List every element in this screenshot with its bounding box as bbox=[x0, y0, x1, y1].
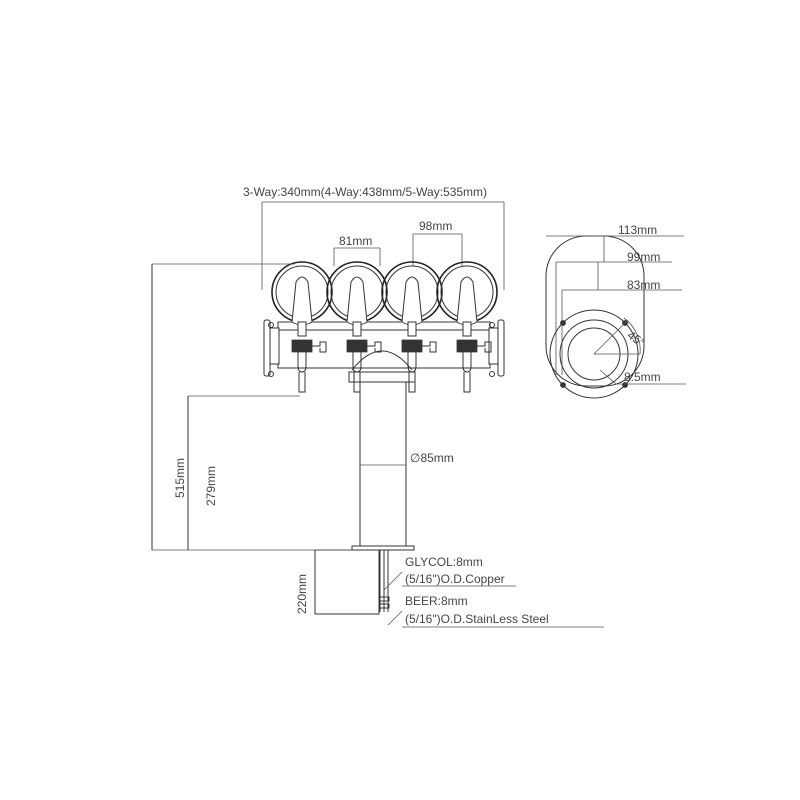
height-dimensions: 515mm 279mm bbox=[151, 263, 352, 551]
glycol-note-line2: (5/16")O.D.Copper bbox=[405, 572, 505, 586]
column-diameter-label: ∅85mm bbox=[410, 451, 454, 465]
below-counter-section: 220mm bbox=[295, 549, 390, 615]
base-plate-view: 113mm 99mm 83mm 45° 8.5mm bbox=[545, 223, 686, 399]
overall-width-dimension: 3-Way:340mm(4-Way:438mm/5-Way:535mm) bbox=[243, 185, 505, 290]
front-view: 3-Way:340mm(4-Way:438mm/5-Way:535mm) 81m… bbox=[151, 185, 604, 628]
spout-height-label: 279mm bbox=[204, 466, 218, 506]
beer-note-line2: (5/16")O.D.StainLess Steel bbox=[405, 612, 549, 626]
line-notes: GLYCOL:8mm (5/16")O.D.Copper BEER:8mm (5… bbox=[383, 555, 604, 628]
side-113-label: 113mm bbox=[618, 223, 657, 237]
glycol-note-line1: GLYCOL:8mm bbox=[405, 555, 483, 569]
side-83-label: 83mm bbox=[627, 278, 660, 292]
below-counter-label: 220mm bbox=[295, 574, 309, 614]
overall-width-label: 3-Way:340mm(4-Way:438mm/5-Way:535mm) bbox=[243, 185, 487, 199]
beer-note-line1: BEER:8mm bbox=[405, 594, 468, 608]
total-height-label: 515mm bbox=[173, 458, 187, 498]
tower-body bbox=[263, 319, 505, 377]
side-99-label: 99mm bbox=[627, 250, 660, 264]
tap-spacing-label: 81mm bbox=[339, 234, 372, 248]
tap-spacing-dimension: 81mm bbox=[333, 234, 381, 266]
bolt-hole-label: 8.5mm bbox=[624, 370, 661, 384]
tap-handles bbox=[291, 276, 492, 393]
tap-pitch-dimension: 98mm bbox=[412, 219, 463, 266]
tap-medallions bbox=[271, 261, 498, 323]
tap-pitch-label: 98mm bbox=[419, 219, 452, 233]
tower-column: ∅85mm bbox=[348, 371, 454, 551]
